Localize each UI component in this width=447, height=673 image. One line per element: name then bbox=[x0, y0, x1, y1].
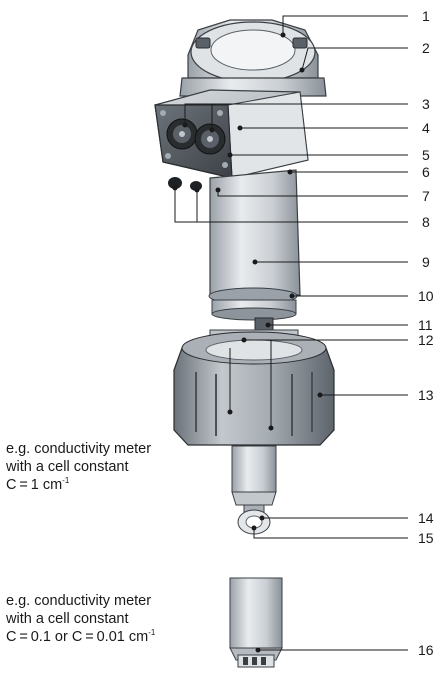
callout-15: 15 bbox=[418, 530, 434, 546]
callout-13: 13 bbox=[418, 387, 434, 403]
callout-12: 12 bbox=[418, 332, 434, 348]
caption-formula: C = 0.1 or C = 0.01 cm-1 bbox=[6, 628, 155, 646]
electronics-housing bbox=[154, 89, 309, 179]
cover-lid bbox=[187, 19, 319, 83]
callout-numbers: 1 2 3 4 5 6 7 8 9 10 11 12 13 14 15 16 bbox=[418, 8, 434, 658]
callout-2: 2 bbox=[422, 40, 430, 56]
caption-variant-1: e.g. conductivity meter with a cell cons… bbox=[6, 440, 151, 494]
callout-8: 8 bbox=[422, 214, 430, 230]
caption-line: with a cell constant bbox=[6, 611, 129, 627]
callout-6: 6 bbox=[422, 164, 430, 180]
formula-exponent: -1 bbox=[148, 628, 156, 638]
m12-connector-right bbox=[194, 123, 226, 155]
caption-formula: C = 1 cm-1 bbox=[6, 476, 151, 494]
caption-line: e.g. conductivity meter bbox=[6, 593, 152, 609]
callout-4: 4 bbox=[422, 120, 430, 136]
main-cylinder bbox=[208, 169, 301, 305]
callout-11: 11 bbox=[418, 317, 433, 333]
callout-10: 10 bbox=[418, 288, 434, 304]
locking-ring bbox=[211, 299, 297, 331]
formula-exponent: -1 bbox=[62, 476, 70, 486]
caption-line: with a cell constant bbox=[6, 459, 129, 475]
callout-5: 5 bbox=[422, 147, 430, 163]
m12-connector-left bbox=[166, 118, 198, 150]
leader-lines bbox=[172, 15, 408, 653]
caption-line: e.g. conductivity meter bbox=[6, 441, 152, 457]
callout-9: 9 bbox=[422, 254, 430, 270]
callout-14: 14 bbox=[418, 510, 434, 526]
formula-text: C = 0.1 or C = 0.01 cm bbox=[6, 629, 149, 645]
sensor-shaft bbox=[231, 445, 277, 516]
caption-variant-2: e.g. conductivity meter with a cell cons… bbox=[6, 592, 155, 646]
union-nut bbox=[173, 329, 335, 446]
formula-text: C = 1 cm bbox=[6, 477, 63, 493]
callout-1: 1 bbox=[422, 8, 430, 24]
sensor-variant-2 bbox=[229, 577, 283, 668]
callout-3: 3 bbox=[422, 96, 430, 112]
callout-7: 7 bbox=[422, 188, 430, 204]
callout-16: 16 bbox=[418, 642, 434, 658]
